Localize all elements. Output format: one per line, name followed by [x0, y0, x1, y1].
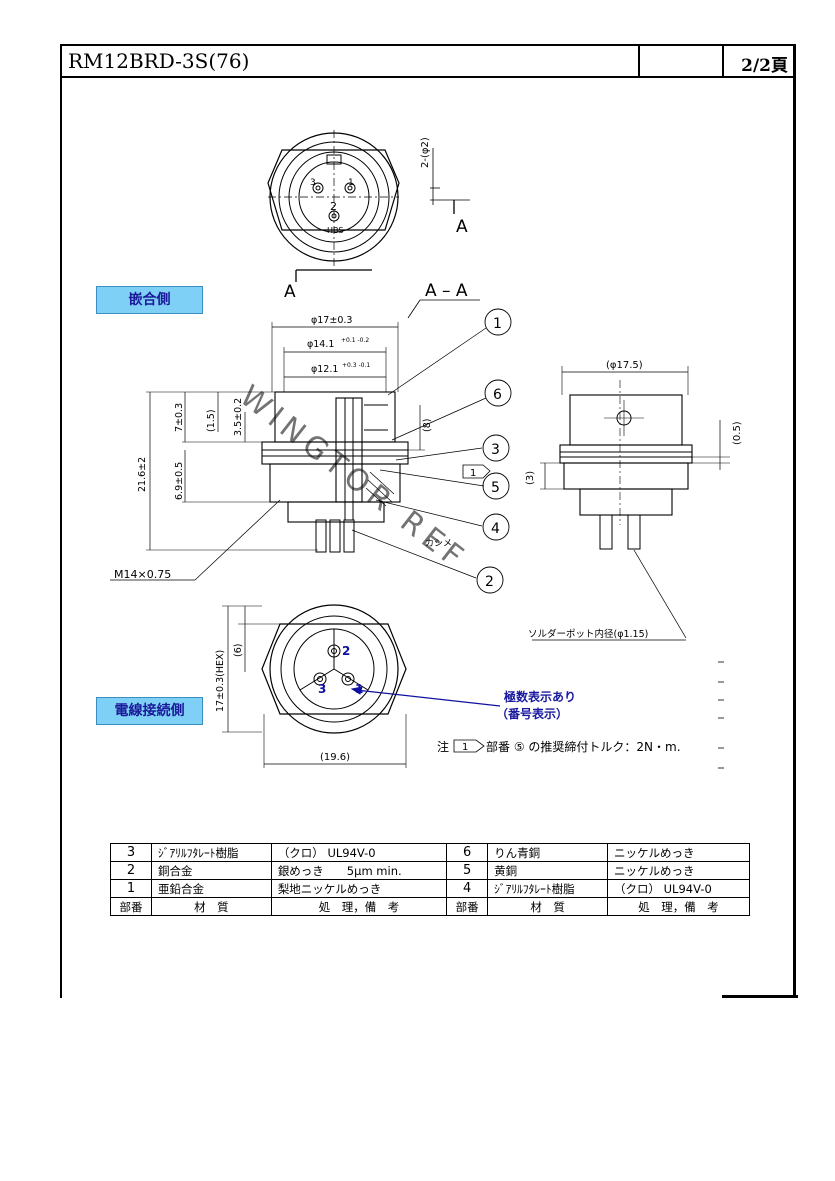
dim-side-05: (0.5): [732, 421, 743, 445]
dim-inner-tol: +0.3 -0.1: [342, 362, 370, 369]
part-treatment: ニッケルめっき: [606, 843, 751, 862]
page-cell: 2/2頁: [722, 46, 794, 76]
dim-side-3: (3): [525, 471, 536, 485]
dim-overall-height: 21.6±2: [137, 457, 148, 492]
part-material: 亜鉛合金: [151, 879, 272, 898]
header-material: 材 質: [151, 897, 272, 916]
pin-label-1: 1: [348, 178, 354, 188]
dim-15: (1.5): [206, 409, 217, 432]
dim-35: 3.5±0.2: [233, 398, 244, 436]
page-number: 2/2頁: [741, 56, 788, 76]
header-treatment: 処 理，備 考: [270, 897, 448, 916]
section-view: A – A: [110, 281, 487, 581]
wire-pin-3: 3: [318, 682, 326, 696]
header-part-number: 部番: [446, 897, 489, 916]
pin-diameter-dim: 2-(φ2): [420, 137, 431, 168]
part-treatment: （クロ） UL94V-0: [606, 879, 751, 898]
polarity-note-line2: （番号表示）: [496, 706, 568, 721]
part-number: 1: [110, 879, 152, 898]
callout-2: 2: [485, 574, 494, 590]
dim-6: (6): [233, 644, 244, 657]
note-text: 部番 ⑤ の推奨締付トルク：2N・m.: [486, 739, 681, 754]
part-material: 銅合金: [151, 861, 272, 880]
mating-face-view: [267, 130, 470, 282]
part-material: 黄銅: [487, 861, 608, 880]
callout-5: 5: [491, 480, 500, 496]
frame-bottom-bar: [722, 995, 798, 998]
dim-8: (8): [422, 419, 433, 432]
wire-side-view: [222, 604, 501, 768]
header-material: 材 質: [487, 897, 608, 916]
note-flag: 1: [462, 742, 468, 753]
section-mark-a-left: A: [284, 282, 296, 302]
part-number: 2: [110, 861, 152, 880]
section-mark-a-right: A: [456, 217, 468, 237]
edge-ticks: [718, 661, 724, 769]
callout-balloons: [462, 308, 512, 594]
part-treatment: ニッケルめっき: [606, 861, 751, 880]
pin-label-2: 2: [330, 200, 337, 213]
parts-table: 3 ｼﾞｱﾘﾙﾌﾀﾚｰﾄ樹脂 （クロ） UL94V-0 6 りん青銅 ニッケルめ…: [110, 843, 751, 916]
callout-3: 3: [491, 442, 500, 458]
part-material: ｼﾞｱﾘﾙﾌﾀﾚｰﾄ樹脂: [487, 879, 608, 898]
dim-mid-diameter: φ14.1: [307, 339, 334, 350]
dim-mid-tol: +0.1 -0.2: [341, 337, 369, 344]
part-number: 3: [110, 843, 152, 862]
header-treatment: 処 理，備 考: [606, 897, 751, 916]
table-row: 3 ｼﾞｱﾘﾙﾌﾀﾚｰﾄ樹脂 （クロ） UL94V-0 6 りん青銅 ニッケルめ…: [110, 843, 751, 862]
drawing-frame: RM12BRD-3S(76) 2/2頁: [60, 44, 796, 998]
part-treatment: 梨地ニッケルめっき: [270, 879, 448, 898]
solder-pot-label: ソルダーポット内径(φ1.15): [528, 628, 648, 640]
note-flag-callout: 1: [470, 468, 476, 479]
dim-69: 6.9±0.5: [174, 462, 185, 500]
callout-1: 1: [493, 316, 502, 332]
part-number: 6: [446, 843, 489, 862]
table-header-row: 部番 材 質 処 理，備 考 部番 材 質 処 理，備 考: [110, 897, 751, 916]
mating-side-label: 嵌合側: [96, 286, 203, 314]
dim-outer-diameter: φ17±0.3: [311, 315, 352, 326]
dim-19-6: (19.6): [320, 752, 350, 763]
part-treatment: 銀めっき 5μm min.: [270, 861, 448, 880]
title-bar: RM12BRD-3S(76) 2/2頁: [62, 46, 793, 78]
table-row: 2 銅合金 銀めっき 5μm min. 5 黄銅 ニッケルめっき: [110, 861, 751, 880]
pin-label-3: 3: [310, 178, 316, 188]
part-material: ｼﾞｱﾘﾙﾌﾀﾚｰﾄ樹脂: [151, 843, 272, 862]
callout-4: 4: [491, 521, 500, 537]
drawing-title: RM12BRD-3S(76): [68, 49, 250, 73]
table-row: 1 亜鉛合金 梨地ニッケルめっき 4 ｼﾞｱﾘﾙﾌﾀﾚｰﾄ樹脂 （クロ） UL9…: [110, 879, 751, 898]
part-number: 5: [446, 861, 489, 880]
title-blank-cell: [638, 46, 724, 76]
part-material: りん青銅: [487, 843, 608, 862]
note-prefix: 注: [437, 739, 449, 754]
header-part-number: 部番: [110, 897, 152, 916]
dim-side-diameter: (φ17.5): [606, 360, 643, 371]
side-view: [532, 366, 730, 641]
dim-thread: M14×0.75: [114, 568, 171, 581]
section-title: A – A: [425, 281, 468, 301]
part-number: 4: [446, 879, 489, 898]
caulk-label: カシメ: [425, 538, 452, 549]
polarity-note-line1: 極数表示あり: [504, 689, 576, 704]
wire-pin-1: 1: [355, 682, 363, 696]
wire-pin-2: 2: [342, 644, 350, 658]
pin-label-sub: HBS: [327, 226, 343, 235]
part-treatment: （クロ） UL94V-0: [270, 843, 448, 862]
wire-side-label: 電線接続側: [96, 697, 203, 725]
dim-inner-diameter: φ12.1: [311, 364, 338, 375]
dim-hex: 17±0.3(HEX): [215, 650, 226, 712]
dim-7: 7±0.3: [174, 403, 185, 432]
callout-6: 6: [493, 387, 502, 403]
